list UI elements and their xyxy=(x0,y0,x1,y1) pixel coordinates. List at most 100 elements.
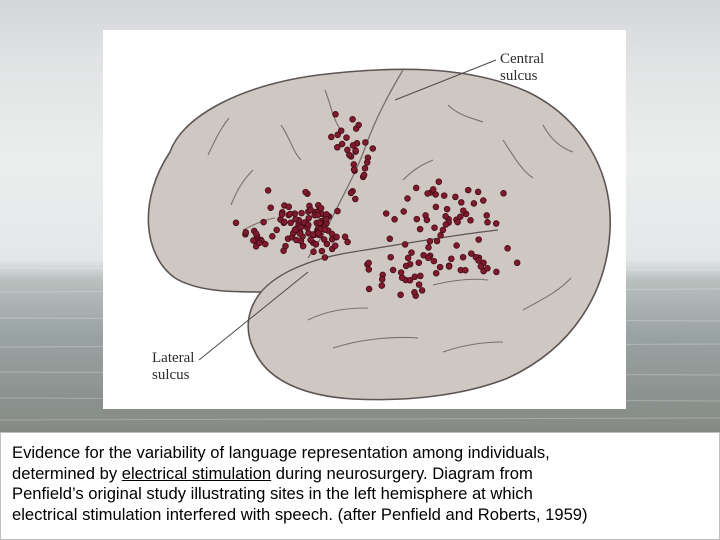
stimulation-site-dot xyxy=(433,237,441,245)
brain-sulcus-line xyxy=(242,217,276,231)
stimulation-site-dot xyxy=(484,219,491,226)
stimulation-site-dot xyxy=(278,211,286,218)
stimulation-site-dot xyxy=(415,259,423,266)
stimulation-site-dot xyxy=(452,193,459,201)
stimulation-site-dot xyxy=(307,206,315,214)
stimulation-site-dot xyxy=(352,147,359,154)
brain-sulcus-line xyxy=(432,278,489,286)
stimulation-site-dot xyxy=(338,140,346,148)
stimulation-site-dot xyxy=(453,242,460,249)
stimulation-site-dot xyxy=(500,190,507,197)
stimulation-site-dot xyxy=(314,211,322,219)
stimulation-site-dot xyxy=(443,205,451,213)
stimulation-site-dot xyxy=(492,220,500,227)
stimulation-site-dot xyxy=(442,213,449,220)
stimulation-site-dot xyxy=(331,242,339,249)
stimulation-site-dot xyxy=(415,281,423,288)
stimulation-site-dot xyxy=(315,230,322,237)
stimulation-site-dot xyxy=(360,171,368,179)
stimulation-site-dot xyxy=(397,291,404,299)
caption-text: during neurosurgery. Diagram from xyxy=(271,463,533,483)
stimulation-site-dot xyxy=(406,277,414,284)
caption-line-2: determined by electrical stimulation dur… xyxy=(12,464,715,485)
stimulation-site-dot xyxy=(439,226,447,234)
stimulation-site-dot xyxy=(310,248,317,256)
stimulation-site-dot xyxy=(309,231,317,238)
stimulation-site-dot xyxy=(323,216,330,223)
stimulation-site-dot xyxy=(382,210,390,217)
stimulation-site-dot xyxy=(273,226,280,234)
stimulation-site-dot xyxy=(404,254,412,262)
stimulation-site-dot xyxy=(484,265,491,272)
stimulation-site-dot xyxy=(448,255,455,263)
stimulation-site-dot xyxy=(321,254,329,261)
stimulation-site-dot xyxy=(262,240,269,248)
stimulation-site-dot xyxy=(292,215,299,223)
stimulation-site-dot xyxy=(416,225,424,233)
stimulation-site-dot xyxy=(436,263,444,271)
stimulation-site-dot xyxy=(328,230,336,238)
caption-box: Evidence for the variability of language… xyxy=(0,432,720,540)
brain-sulcus-line xyxy=(332,336,419,349)
stimulation-site-dot xyxy=(442,221,450,228)
stimulation-site-dot xyxy=(475,236,482,243)
stimulation-site-dot xyxy=(432,191,439,198)
stimulation-site-dot xyxy=(423,216,431,224)
stimulation-site-dot xyxy=(412,184,420,192)
stimulation-site-dot xyxy=(475,257,482,264)
stimulation-site-dot xyxy=(361,165,369,172)
stimulation-site-dot xyxy=(387,253,394,261)
stimulation-site-dot xyxy=(413,215,421,223)
stimulation-site-dot xyxy=(250,237,257,244)
stimulation-site-dot xyxy=(365,266,373,273)
stimulation-site-dot xyxy=(317,204,325,212)
stimulation-site-dot xyxy=(437,232,444,239)
stimulation-site-dot xyxy=(400,208,407,215)
stimulation-site-dot xyxy=(293,236,300,244)
brain-illustration xyxy=(147,59,611,401)
stimulation-site-dot xyxy=(504,245,511,252)
stimulation-site-dot xyxy=(477,263,485,270)
electrical-stimulation-link[interactable]: electrical stimulation xyxy=(121,463,272,483)
stimulation-site-dot xyxy=(483,212,490,219)
stimulation-site-dot xyxy=(425,244,432,251)
stimulation-site-dot xyxy=(401,241,409,248)
stimulation-site-dot xyxy=(480,197,487,204)
stimulation-site-dot xyxy=(397,269,405,276)
caption-line-4: electrical stimulation interfered with s… xyxy=(12,504,588,524)
central-sulcus xyxy=(307,69,404,259)
stimulation-site-dot xyxy=(454,218,461,226)
stimulation-site-dot xyxy=(430,257,438,265)
stimulation-site-dot xyxy=(411,289,418,296)
stimulation-site-dot xyxy=(513,259,521,267)
stimulation-site-dot xyxy=(435,178,443,185)
brain-sulcus-line xyxy=(522,277,572,311)
stimulation-site-dot xyxy=(418,287,426,294)
stimulation-site-dot xyxy=(320,236,328,243)
brain-diagram: Central sulcus Lateral sulcus xyxy=(103,30,626,409)
stimulation-site-dot xyxy=(334,131,341,139)
stimulation-site-dot xyxy=(470,200,478,207)
stimulation-site-dot xyxy=(341,233,349,241)
stimulation-site-dot xyxy=(298,209,305,217)
stimulation-site-dot xyxy=(282,242,289,250)
stimulation-site-dot xyxy=(267,204,274,211)
central-sulcus-label: Central sulcus xyxy=(500,51,545,84)
stimulation-site-dot xyxy=(440,192,448,199)
stimulation-site-dot xyxy=(296,230,304,237)
stimulation-site-dot xyxy=(349,116,356,123)
stimulation-site-dot xyxy=(333,233,340,241)
central-sulcus-pointer xyxy=(394,59,497,101)
stimulation-site-dot xyxy=(411,273,419,281)
stimulation-site-dot xyxy=(365,285,373,293)
stimulation-site-dot xyxy=(365,259,372,267)
stimulation-site-dot xyxy=(232,219,240,227)
stimulation-site-dot xyxy=(252,230,260,237)
stimulation-site-dot xyxy=(334,207,341,215)
stimulation-site-dot xyxy=(347,189,355,197)
stimulation-site-dot xyxy=(346,151,353,159)
stimulation-site-dot xyxy=(474,188,482,196)
stimulation-site-dot xyxy=(332,111,339,118)
stimulation-site-dot xyxy=(305,214,312,222)
stimulation-site-dot xyxy=(493,268,500,276)
